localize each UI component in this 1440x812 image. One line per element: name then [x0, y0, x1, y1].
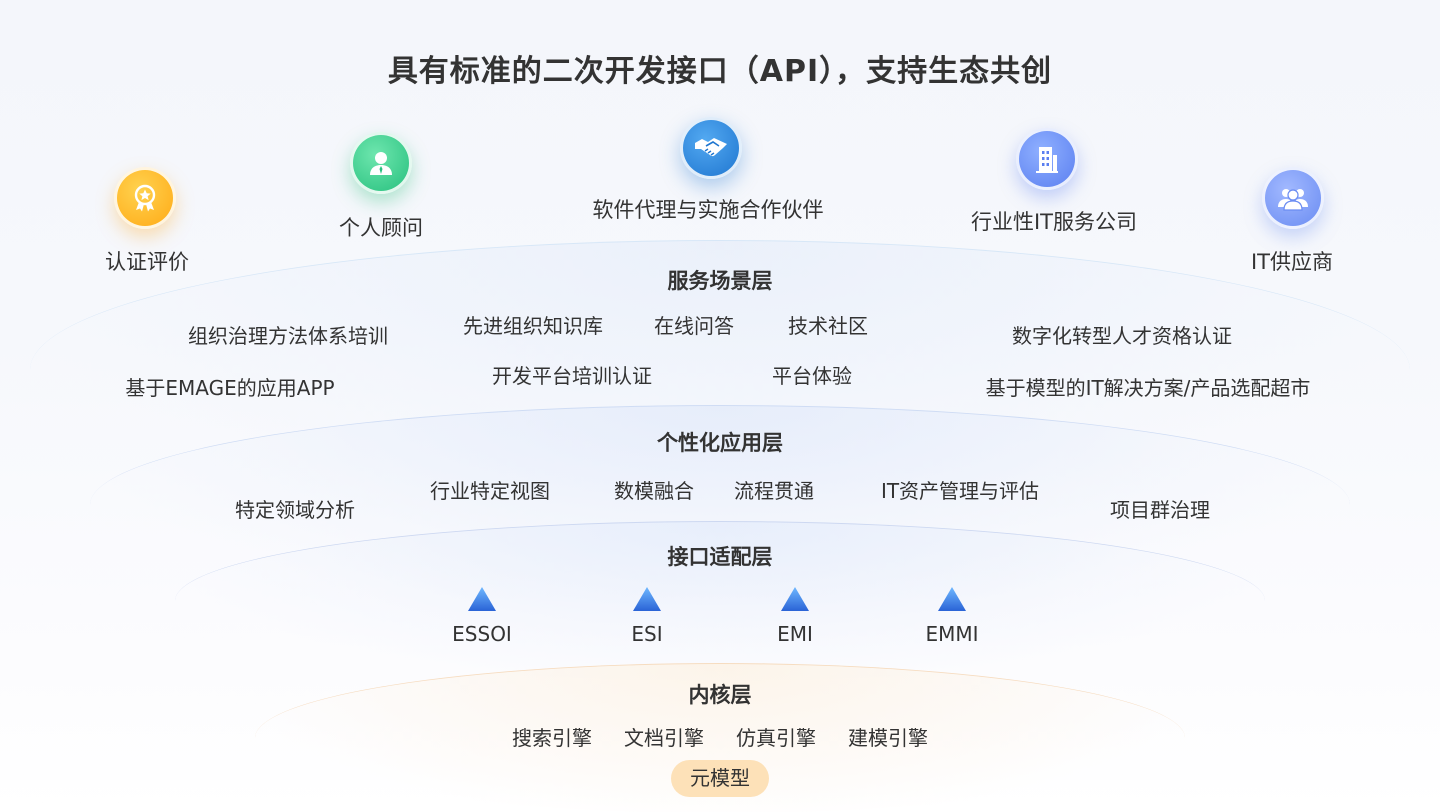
- service-item: 基于模型的IT解决方案/产品选配超市: [985, 376, 1311, 400]
- service-item: 开发平台培训认证: [492, 364, 652, 388]
- person-icon: [350, 132, 412, 194]
- interface-layer-title: 接口适配层: [667, 545, 773, 569]
- partner-label-certification: 认证评价: [105, 250, 189, 274]
- triangle-icon: [633, 587, 661, 611]
- personal-item: 行业特定视图: [430, 479, 550, 503]
- triangle-icon: [468, 587, 496, 611]
- kernel-layer-title: 内核层: [688, 683, 752, 707]
- interface-item: EMI: [777, 622, 813, 646]
- triangle-icon: [781, 587, 809, 611]
- service-item: 先进组织知识库: [463, 314, 603, 338]
- personal-item: 项目群治理: [1110, 498, 1210, 522]
- page-title: 具有标准的二次开发接口（API），支持生态共创: [387, 54, 1053, 89]
- handshake-icon: [680, 117, 742, 179]
- service-item: 技术社区: [788, 314, 868, 338]
- service-item: 在线问答: [654, 314, 734, 338]
- triangle-icon: [938, 587, 966, 611]
- kernel-item: 建模引擎: [848, 726, 928, 750]
- personal-item: 数模融合: [614, 479, 694, 503]
- service-item: 数字化转型人才资格认证: [1012, 324, 1232, 348]
- interface-layer-arc: [175, 521, 1265, 681]
- building-icon: [1016, 128, 1078, 190]
- service-layer-title: 服务场景层: [667, 269, 773, 293]
- interface-item: ESSOI: [452, 622, 512, 646]
- personal-item: IT资产管理与评估: [880, 479, 1040, 503]
- kernel-item: 文档引擎: [624, 726, 704, 750]
- service-item: 基于EMAGE的应用APP: [125, 376, 335, 400]
- partner-label-personal-consultant: 个人顾问: [339, 216, 423, 240]
- kernel-item: 仿真引擎: [736, 726, 816, 750]
- service-item: 平台体验: [772, 364, 852, 388]
- partner-label-it-supplier: IT供应商: [1250, 250, 1334, 274]
- partner-label-it-service-company: 行业性IT服务公司: [970, 210, 1138, 234]
- award-badge-icon: [114, 167, 176, 229]
- personal-item: 流程贯通: [734, 479, 814, 503]
- personal-layer-title: 个性化应用层: [657, 431, 783, 455]
- group-icon: [1262, 167, 1324, 229]
- kernel-item: 搜索引擎: [512, 726, 592, 750]
- interface-item: EMMI: [925, 622, 979, 646]
- service-item: 组织治理方法体系培训: [188, 324, 388, 348]
- personal-item: 特定领域分析: [235, 498, 355, 522]
- interface-item: ESI: [631, 622, 663, 646]
- partner-label-software-agent: 软件代理与实施合作伙伴: [592, 198, 824, 222]
- meta-model-pill: 元模型: [671, 760, 769, 797]
